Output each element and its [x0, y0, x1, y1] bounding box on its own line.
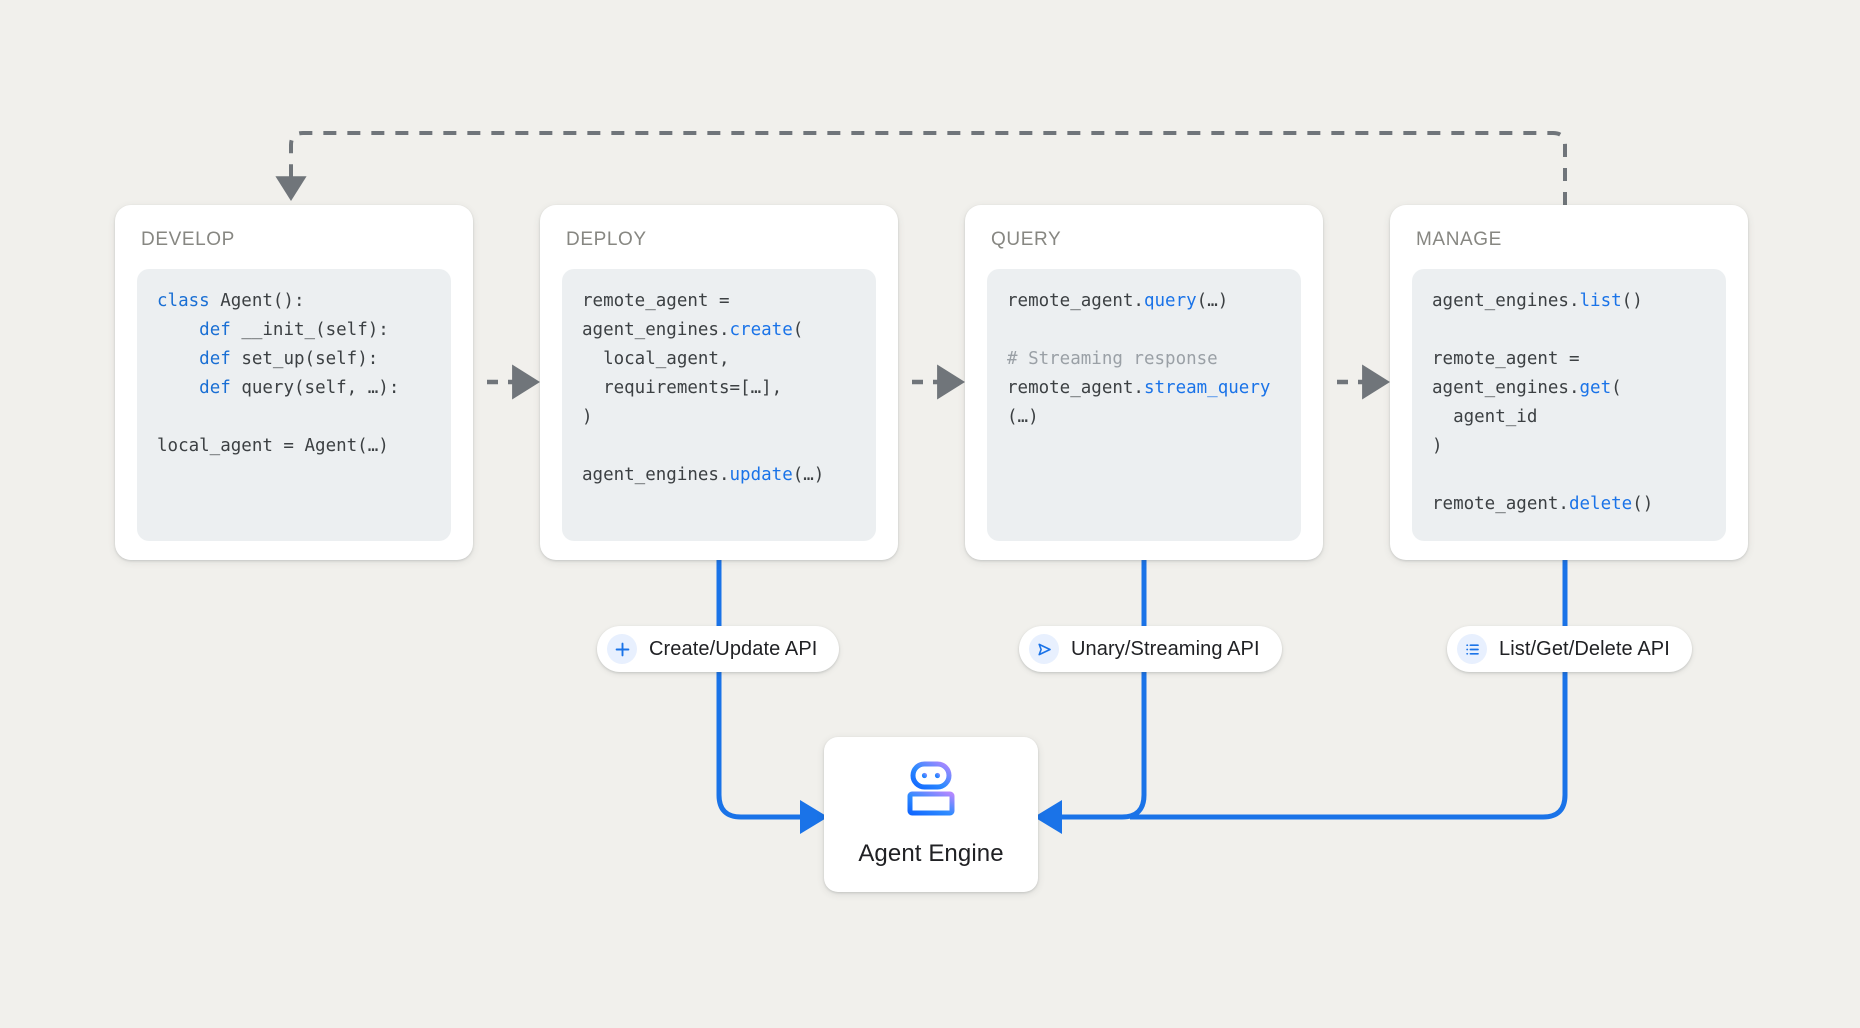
- stage-card-query: QUERY remote_agent.query(…) # Streaming …: [965, 205, 1323, 560]
- stage-title-deploy: DEPLOY: [566, 229, 647, 250]
- send-icon: [1029, 634, 1059, 664]
- stage-card-manage: MANAGE agent_engines.list() remote_agent…: [1390, 205, 1748, 560]
- feedback-loop-connector: [275, 131, 1567, 205]
- stage-card-deploy: DEPLOY remote_agent = agent_engines.crea…: [540, 205, 898, 560]
- stage-title-develop: DEVELOP: [141, 229, 235, 250]
- api-pill-list-get-delete[interactable]: List/Get/Delete API: [1447, 626, 1692, 672]
- stage-title-manage: MANAGE: [1416, 229, 1502, 250]
- list-icon: [1457, 634, 1487, 664]
- code-block-deploy: remote_agent = agent_engines.create( loc…: [562, 269, 876, 541]
- robot-icon: [900, 761, 962, 826]
- code-block-develop: class Agent(): def __init_(self): def se…: [137, 269, 451, 541]
- plus-icon: [607, 634, 637, 664]
- code-block-query: remote_agent.query(…) # Streaming respon…: [987, 269, 1301, 541]
- code-block-manage: agent_engines.list() remote_agent = agen…: [1412, 269, 1726, 541]
- agent-engine-node[interactable]: Agent Engine: [824, 737, 1038, 892]
- stage-card-develop: DEVELOP class Agent(): def __init_(self)…: [115, 205, 473, 560]
- stage-title-query: QUERY: [991, 229, 1062, 250]
- api-pill-label: List/Get/Delete API: [1499, 637, 1670, 660]
- api-pill-create-update[interactable]: Create/Update API: [597, 626, 840, 672]
- api-pill-label: Create/Update API: [649, 637, 818, 660]
- agent-engine-label: Agent Engine: [858, 840, 1004, 867]
- api-pill-label: Unary/Streaming API: [1071, 637, 1260, 660]
- api-pill-unary-streaming[interactable]: Unary/Streaming API: [1019, 626, 1282, 672]
